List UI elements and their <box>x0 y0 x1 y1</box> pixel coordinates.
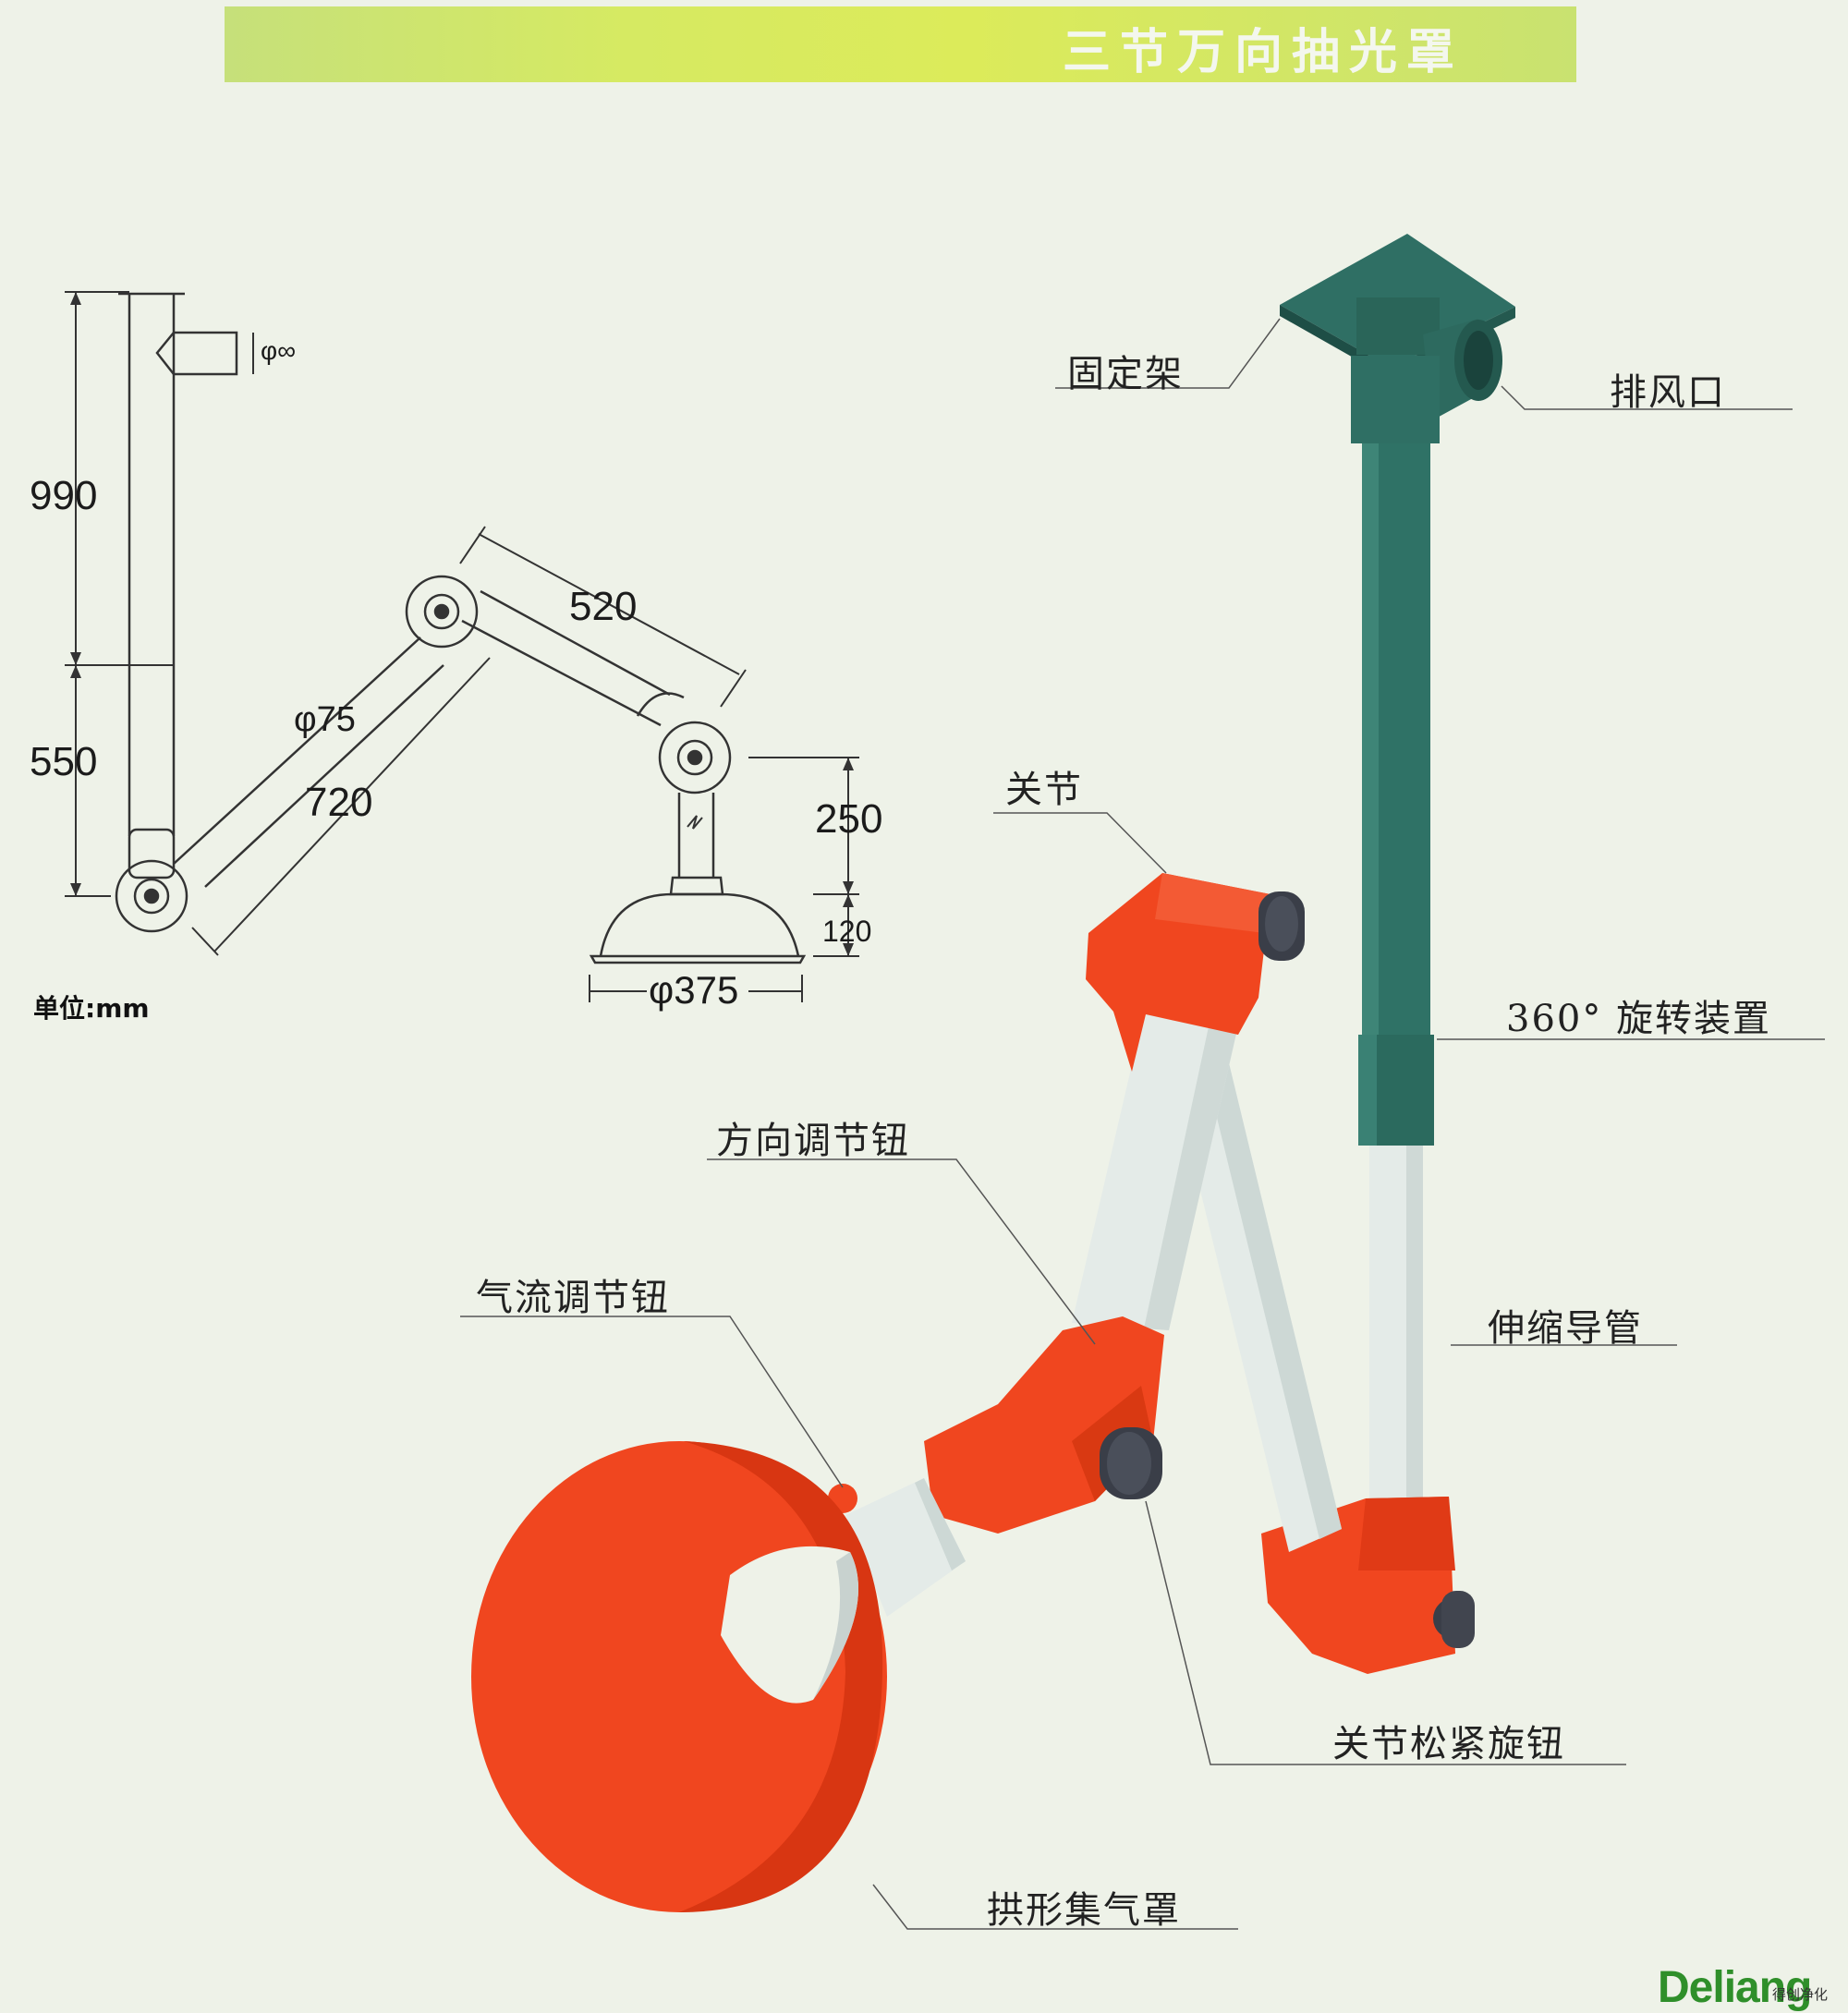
callout-joint-knob: 关节松紧旋钮 <box>1332 1723 1565 1765</box>
callout-hood: 拱形集气罩 <box>987 1889 1181 1932</box>
callout-rotation: 360° 旋转装置 <box>1506 998 1772 1040</box>
dim-520: 520 <box>569 584 638 629</box>
hood-connector <box>828 1478 966 1617</box>
telescopic-tube <box>1369 1146 1423 1510</box>
dim-250: 250 <box>815 796 883 842</box>
technical-drawing <box>65 291 859 1002</box>
main-duct <box>1351 356 1440 1146</box>
callout-direction-knob: 方向调节钮 <box>716 1120 910 1162</box>
unit-label: 单位:mm <box>33 993 150 1024</box>
dim-120: 120 <box>822 915 872 948</box>
dim-outlet: φ∞ <box>261 336 297 365</box>
arm-segment-2 <box>1169 1044 1342 1552</box>
collection-hood <box>471 1441 887 1912</box>
brand-subtitle: 得创净化 <box>1772 1986 1829 2003</box>
dim-990: 990 <box>30 473 98 518</box>
callout-joint: 关节 <box>1005 769 1083 811</box>
dim-550: 550 <box>30 739 98 784</box>
middle-joint <box>924 1316 1164 1534</box>
page-title: 三节万向抽光罩 <box>1063 24 1465 80</box>
dim-phi375: φ375 <box>649 968 739 1012</box>
dim-720: 720 <box>305 780 373 825</box>
title-banner <box>225 6 1576 82</box>
leader-lines <box>460 318 1825 1930</box>
callout-telescopic: 伸缩导管 <box>1488 1307 1643 1350</box>
top-joint <box>1086 873 1305 1072</box>
arm-segment-1 <box>1072 1005 1238 1330</box>
callout-outlet: 排风口 <box>1610 371 1726 414</box>
callout-airflow-knob: 气流调节钮 <box>476 1277 670 1319</box>
dim-phi75: φ75 <box>294 700 356 739</box>
callout-mount: 固定架 <box>1067 353 1184 395</box>
